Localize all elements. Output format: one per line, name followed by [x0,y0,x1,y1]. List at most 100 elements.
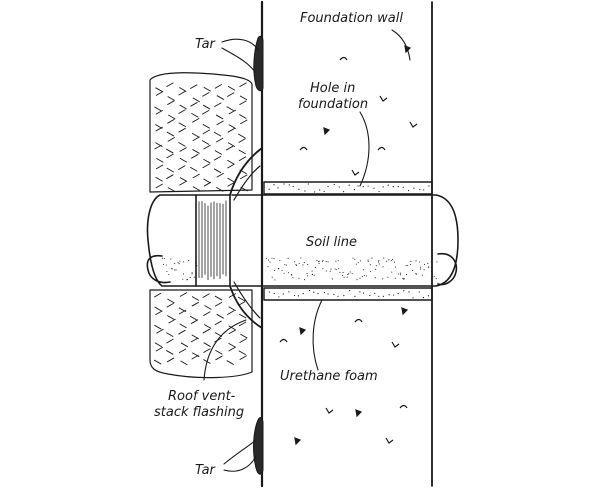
pipe-stipple [292,277,294,279]
foam-dot [373,187,375,189]
hatch-stroke [202,91,210,97]
pipe-stipple [378,260,380,262]
hatch-stroke [190,337,199,343]
pipe-stipple [288,272,290,274]
hatch-stroke [167,298,175,304]
pipe-stipple [407,264,409,267]
pipe-stipple [279,260,281,262]
hatch-stroke [178,309,187,315]
pipe-stipple [306,272,308,275]
foam-dot [418,291,420,293]
hatch-stroke [191,296,200,301]
pipe-stipple [267,266,269,268]
hatch-stroke [202,163,210,169]
pipe-stipple [285,264,287,266]
hatch-stroke [214,320,222,326]
pipe-stipple [182,278,184,280]
foam-dot [278,296,280,298]
foam-dot [333,293,335,295]
pipe-stipple [191,273,193,275]
pipe-stipple [436,261,438,263]
pipe-stipple [403,278,405,280]
hatch-stroke [179,104,187,110]
hatch-stroke [154,144,162,150]
hatch-stroke [155,183,163,189]
pipe-stipple [415,273,417,275]
hatch-stroke [179,323,187,329]
labels: Tar Foundation wall Hole in foundation S… [154,11,403,478]
hatch-stroke [179,157,188,163]
hatch-stroke [216,95,225,100]
hatch-stroke [214,102,222,108]
hatch-stroke [178,90,186,96]
soil-hatch-lower [153,292,248,366]
foam-band-bottom [263,287,433,301]
pipe-stipple [331,278,334,280]
hatch-stroke [216,186,224,192]
pipe-stipple [427,263,429,265]
hatch-stroke [179,177,188,182]
foam-dot [288,291,290,293]
hatch-stroke [180,342,189,348]
hatch-stroke [153,359,162,365]
hatch-stroke [213,168,222,174]
foam-dot [362,186,364,188]
foam-dot [343,295,345,297]
hatch-stroke [178,127,186,133]
hatch-stroke [191,112,199,118]
hatch-stroke [202,129,211,135]
pipe-stipple [352,257,354,259]
hatch-stroke [166,148,174,154]
foam-dot [338,186,340,188]
hatch-stroke [228,325,236,331]
hatch-stroke [167,137,175,142]
pipe-stipple [351,272,353,275]
hatch-stroke [202,123,211,129]
pipe-stipple [165,264,167,266]
leader-urethane-foam [312,299,323,371]
pipe-stipple [430,261,432,263]
hatch-stroke [155,310,163,316]
hatch-stroke [178,329,186,335]
foam-dot [308,289,311,292]
hatch-stroke [214,295,223,301]
pipe-stipple [329,270,331,272]
foam-dot [323,190,325,192]
leader-foundation-wall [391,29,411,61]
pipe-stipple [182,261,184,263]
foam-dot [327,185,329,188]
foam-band-top [263,181,433,195]
pipe-stipple [269,261,271,263]
foam-dot [382,295,384,297]
foam-dot [313,291,315,293]
hatch-stroke [192,118,200,123]
hatch-stroke [240,119,248,125]
hatch-stroke [227,85,236,91]
hatch-stroke [167,118,175,124]
hatch-stroke [154,324,162,330]
soil-backfill [149,72,253,379]
foam-dot [397,186,399,188]
foam-dot [408,291,410,293]
label-soil-line: Soil line [306,235,357,250]
pipe-stipple [361,276,363,278]
pipe-stipple [412,269,414,272]
hatch-stroke [155,164,164,170]
pipe-stipple [303,279,306,281]
hatch-stroke [216,120,224,126]
aggregate-speck [294,437,302,446]
pipe-stipple [386,260,388,262]
foam-dot [298,188,300,190]
hatch-stroke [204,305,212,310]
pipe-stipple [330,268,332,270]
aggregate-speck [339,56,348,61]
pipe-stipple [311,273,314,275]
foam-dot [359,291,361,293]
hatch-stroke [238,156,247,162]
pipe-stipple [186,278,188,281]
leader-flashing [203,319,247,381]
hatch-stroke [191,132,200,138]
foam-dot [357,185,359,187]
pipe-stipple [298,277,300,279]
foam-dot [283,183,285,185]
